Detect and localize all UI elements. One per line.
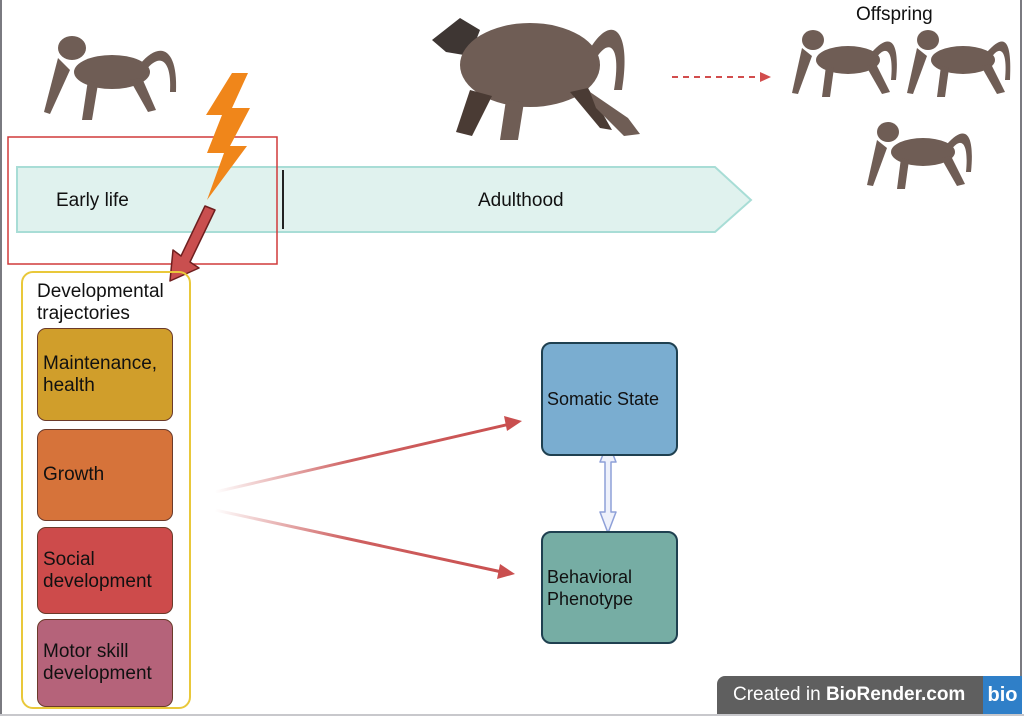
trajectory-maintenance-health: Maintenance, health xyxy=(37,328,173,421)
adulthood-label: Adulthood xyxy=(478,190,564,211)
early-life-highlight-box xyxy=(7,136,278,265)
lightning-icon xyxy=(206,73,250,200)
behavioral-phenotype-line-2: Phenotype xyxy=(547,588,634,609)
biorender-logo-icon: bio xyxy=(983,676,1022,714)
arrow-to-behavioral-phenotype xyxy=(214,508,515,579)
trajectory-social-development: Social development xyxy=(37,527,173,614)
title-line-2: trajectories xyxy=(37,303,130,324)
item-line-2: development xyxy=(43,663,152,684)
item-line-1: Growth xyxy=(43,464,105,485)
somatic-state-node: Somatic State xyxy=(541,342,678,456)
offspring-baboon-icon xyxy=(907,30,1011,97)
item-line-1: Social xyxy=(43,548,95,570)
adult-baboon-icon xyxy=(432,18,640,140)
behavioral-phenotype-line-1: Behavioral xyxy=(547,566,633,587)
juvenile-baboon-icon xyxy=(44,36,177,120)
trajectory-motor-skill-development: Motor skill development xyxy=(37,619,173,707)
item-line-1: Motor skill xyxy=(43,641,129,662)
item-line-2: health xyxy=(43,374,95,396)
item-line-1: Maintenance, xyxy=(43,352,158,374)
item-line-2: development xyxy=(43,570,152,592)
title-line-1: Developmental xyxy=(37,281,164,302)
early-life-label: Early life xyxy=(56,190,129,211)
trajectory-growth: Growth xyxy=(37,429,173,521)
frame-right-border xyxy=(1020,0,1022,716)
arrow-to-somatic-state xyxy=(214,416,522,494)
biorender-watermark[interactable] xyxy=(717,676,1022,714)
watermark-prefix: Created in xyxy=(733,684,826,705)
offspring-dotted-arrow xyxy=(672,72,771,82)
offspring-baboon-icon xyxy=(792,30,897,97)
watermark-text: Created in BioRender.com xyxy=(733,684,965,706)
watermark-brand: BioRender.com xyxy=(825,684,966,705)
somatic-state-label: Somatic State xyxy=(547,389,660,409)
frame-bottom-border xyxy=(0,714,1024,716)
offspring-baboon-icon xyxy=(867,122,972,189)
frame-left-border xyxy=(0,0,2,716)
offspring-label: Offspring xyxy=(856,4,933,25)
developmental-trajectories-panel xyxy=(21,271,191,709)
developmental-trajectories-title: Developmental trajectories xyxy=(37,281,164,325)
behavioral-phenotype-node: Behavioral Phenotype xyxy=(541,531,678,644)
